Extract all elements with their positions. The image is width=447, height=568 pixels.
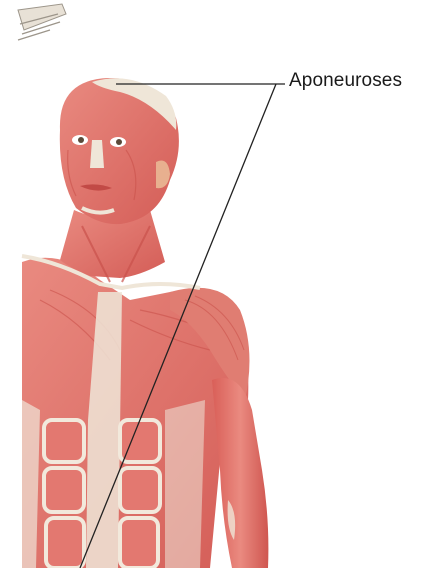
arm (212, 378, 268, 568)
head (60, 78, 179, 224)
label-aponeuroses: Aponeuroses (289, 70, 402, 92)
hand-fragment (18, 4, 66, 40)
